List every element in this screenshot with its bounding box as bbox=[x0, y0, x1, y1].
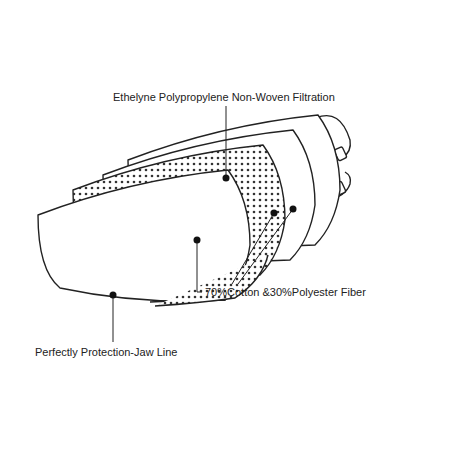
leader-line bbox=[197, 240, 202, 292]
callout-dot bbox=[290, 206, 297, 213]
leader-line bbox=[226, 106, 227, 178]
callout-dot bbox=[194, 237, 201, 244]
callout-label: Perfectly Protection-Jaw Line bbox=[35, 346, 177, 359]
leader-line bbox=[113, 295, 114, 342]
callout-dot bbox=[110, 292, 117, 299]
callout-label: Ethelyne Polypropylene Non-Woven Filtrat… bbox=[113, 91, 335, 104]
jaw-mesh bbox=[155, 255, 268, 306]
leader-line bbox=[232, 213, 274, 284]
leader-line bbox=[238, 209, 293, 284]
callout-dot bbox=[223, 175, 230, 182]
callout-label: 70%Cotton &30%Polyester Fiber bbox=[205, 286, 366, 299]
callout-dot bbox=[271, 210, 278, 217]
